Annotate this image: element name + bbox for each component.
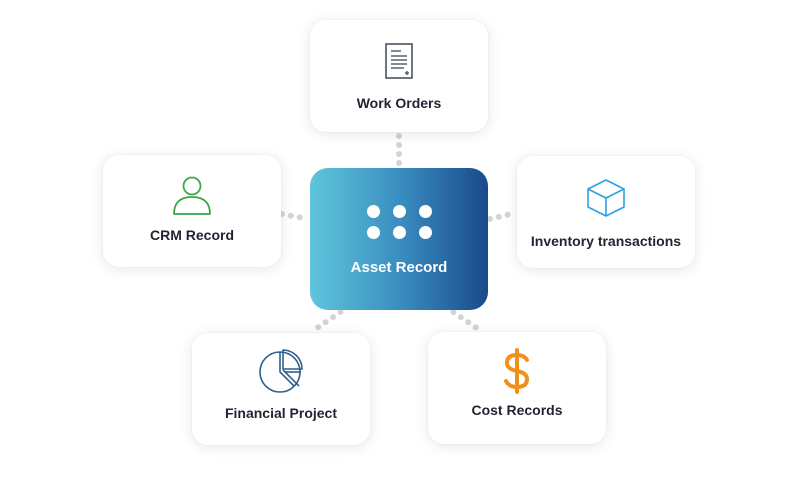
connector-crm: [279, 211, 311, 222]
cost-records-card[interactable]: Cost Records: [428, 332, 606, 444]
cube-icon: [585, 178, 627, 223]
user-icon: [171, 175, 213, 222]
pie-chart-icon: [258, 349, 304, 400]
work-orders-label: Work Orders: [356, 95, 442, 111]
connector-financial: [311, 304, 351, 333]
grid-dots-icon: [367, 205, 433, 245]
dollar-icon: [502, 348, 532, 399]
work-orders-card[interactable]: Work Orders: [310, 20, 488, 132]
inventory-transactions-card[interactable]: Inventory transactions: [517, 156, 695, 268]
connector-inventory: [487, 210, 518, 222]
crm-record-card[interactable]: CRM Record: [103, 155, 281, 267]
financial-project-label: Financial Project: [224, 405, 338, 421]
connector-cost: [443, 304, 481, 332]
asset-record-hub[interactable]: Asset Record: [310, 168, 488, 310]
asset-record-label: Asset Record: [350, 259, 448, 276]
document-icon: [384, 42, 414, 85]
cost-records-label: Cost Records: [471, 402, 563, 418]
crm-record-label: CRM Record: [149, 227, 234, 243]
inventory-transactions-label: Inventory transactions: [530, 233, 682, 249]
financial-project-card[interactable]: Financial Project: [192, 333, 370, 445]
